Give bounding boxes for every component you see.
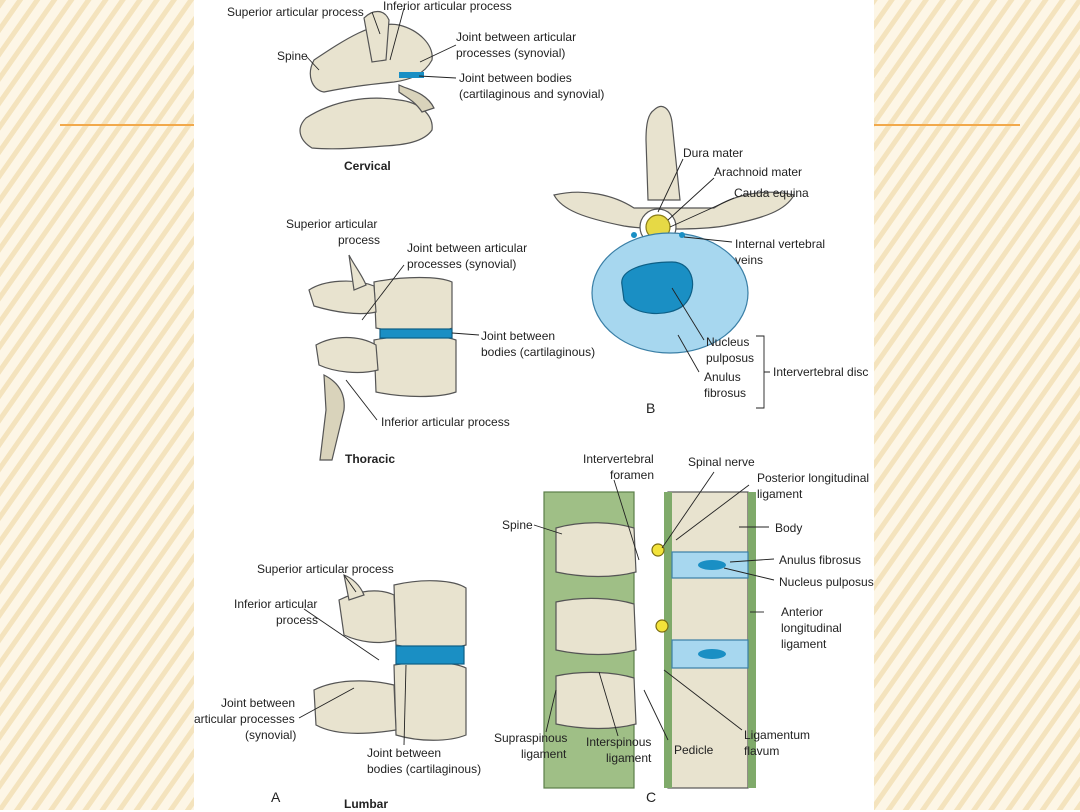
label-supraspinous-1: Supraspinous <box>494 731 568 745</box>
label-thoracic-joint-bodies-1: Joint between <box>481 329 556 343</box>
label-thoracic-inferior-articular: Inferior articular process <box>381 415 510 429</box>
label-lumbar-inferior-articular-2: process <box>276 613 319 627</box>
label-cervical-joint-bodies-1: Joint between bodies <box>459 71 572 85</box>
disc-nucleus <box>621 261 694 315</box>
label-thoracic-title: Thoracic <box>345 452 396 466</box>
label-anterior-ligament-3: ligament <box>781 637 827 651</box>
label-supraspinous-2: ligament <box>521 747 567 761</box>
label-lumbar-joint-articular-3: (synovial) <box>245 728 297 742</box>
label-interspinous-1: Interspinous <box>586 735 652 749</box>
label-cervical-title: Cervical <box>344 159 391 173</box>
label-c-anulus-fibrosus: Anulus fibrosus <box>779 553 862 567</box>
label-intervertebral-disc: Intervertebral disc <box>773 365 869 379</box>
label-cervical-joint-articular-2: processes (synovial) <box>456 46 566 60</box>
label-c-nucleus-pulposus: Nucleus pulposus <box>779 575 874 589</box>
label-cervical-inferior-articular: Inferior articular process <box>383 0 512 13</box>
panel-b-vertebra <box>553 105 795 354</box>
label-lumbar-joint-articular-1: Joint between <box>221 696 296 710</box>
label-intervertebral-foramen-2: foramen <box>610 468 655 482</box>
label-dura-mater: Dura mater <box>683 146 744 160</box>
label-anterior-ligament-1: Anterior <box>781 605 824 619</box>
label-intervertebral-foramen-1: Intervertebral <box>583 452 654 466</box>
label-internal-veins-1: Internal vertebral <box>735 237 826 251</box>
label-c-spine: Spine <box>502 518 533 532</box>
label-lumbar-joint-articular-2: articular processes <box>194 712 295 726</box>
label-internal-veins-2: veins <box>735 253 764 267</box>
label-nucleus-1: Nucleus <box>706 335 750 349</box>
panel-letter-b: B <box>646 400 656 416</box>
label-cervical-spine: Spine <box>277 49 308 63</box>
label-lumbar-title: Lumbar <box>344 797 389 811</box>
label-ligamentum-flavum-1: Ligamentum <box>744 728 811 742</box>
label-cervical-superior-articular: Superior articular process <box>227 5 364 19</box>
label-arachnoid-mater: Arachnoid mater <box>714 165 803 179</box>
label-anulus-2: fibrosus <box>704 386 747 400</box>
label-pedicle: Pedicle <box>674 743 714 757</box>
label-lumbar-inferior-articular-1: Inferior articular <box>234 597 318 611</box>
label-spinal-nerve: Spinal nerve <box>688 455 755 469</box>
label-anulus-1: Anulus <box>704 370 741 384</box>
label-thoracic-joint-articular-2: processes (synovial) <box>407 257 517 271</box>
label-thoracic-joint-bodies-2: bodies (cartilaginous) <box>481 345 596 359</box>
label-lumbar-superior-articular: Superior articular process <box>257 562 394 576</box>
label-cervical-joint-bodies-2: (cartilaginous and synovial) <box>459 87 605 101</box>
label-posterior-ligament-1: Posterior longitudinal <box>757 471 870 485</box>
label-anterior-ligament-2: longitudinal <box>781 621 842 635</box>
label-thoracic-joint-articular-1: Joint between articular <box>407 241 528 255</box>
label-cervical-joint-articular-1: Joint between articular <box>456 30 577 44</box>
lumbar-vertebrae <box>313 574 467 741</box>
label-lumbar-joint-bodies-1: Joint between <box>367 746 442 760</box>
label-body: Body <box>775 521 803 535</box>
label-thoracic-superior-articular-2: process <box>338 233 381 247</box>
label-ligamentum-flavum-2: flavum <box>744 744 780 758</box>
label-nucleus-2: pulposus <box>706 351 755 365</box>
panel-c-section <box>543 491 756 789</box>
label-cauda-equina: Cauda equina <box>734 186 809 200</box>
panel-letter-c: C <box>646 789 657 805</box>
label-posterior-ligament-2: ligament <box>757 487 803 501</box>
panel-letter-a: A <box>271 789 281 805</box>
label-interspinous-2: ligament <box>606 751 652 765</box>
cervical-vertebrae <box>299 10 435 150</box>
thoracic-vertebrae <box>308 254 457 461</box>
label-thoracic-superior-articular-1: Superior articular <box>286 217 378 231</box>
vertebrae-illustration <box>298 7 795 789</box>
label-lumbar-joint-bodies-2: bodies (cartilaginous) <box>367 762 482 776</box>
